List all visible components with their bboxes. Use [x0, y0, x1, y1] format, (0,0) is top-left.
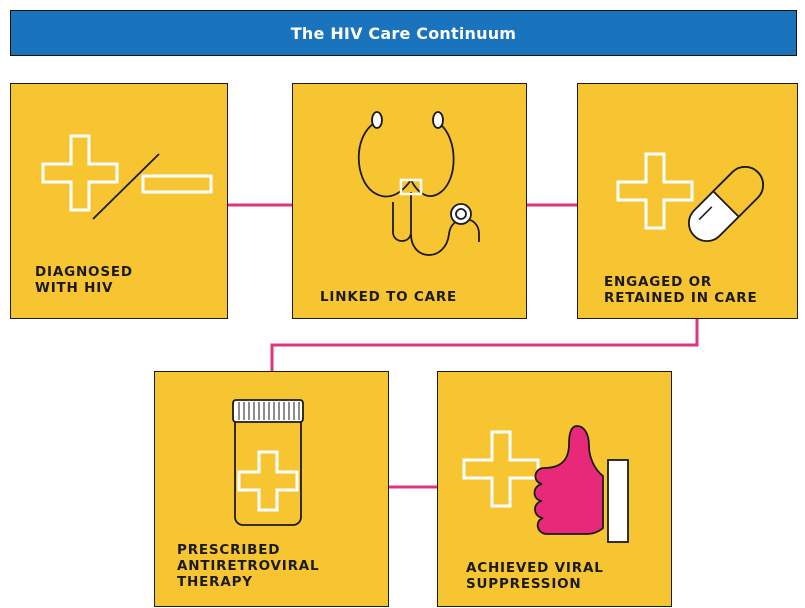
step-suppression: ACHIEVED VIRAL SUPPRESSION	[437, 371, 672, 607]
plus-thumbs-up-icon	[462, 425, 629, 543]
step-diagnosed: DIAGNOSED WITH HIV	[10, 83, 228, 319]
step-engaged: ENGAGED OR RETAINED IN CARE	[577, 83, 798, 319]
step-label: DIAGNOSED WITH HIV	[35, 264, 133, 296]
stethoscope-icon	[357, 111, 480, 256]
pill-bottle-icon	[232, 399, 304, 526]
step-prescribed: PRESCRIBED ANTIRETROVIRAL THERAPY	[154, 371, 389, 607]
step-label: LINKED TO CARE	[320, 289, 458, 305]
step-label: PRESCRIBED ANTIRETROVIRAL THERAPY	[177, 542, 320, 590]
step-label: ENGAGED OR RETAINED IN CARE	[604, 274, 758, 306]
title-banner: The HIV Care Continuum	[10, 10, 797, 56]
plus-minus-icon	[41, 134, 213, 220]
plus-pill-icon	[616, 152, 764, 242]
page-title: The HIV Care Continuum	[290, 23, 517, 43]
connector-3-4	[270, 319, 699, 371]
step-linked: LINKED TO CARE	[292, 83, 527, 319]
step-label: ACHIEVED VIRAL SUPPRESSION	[466, 560, 604, 592]
